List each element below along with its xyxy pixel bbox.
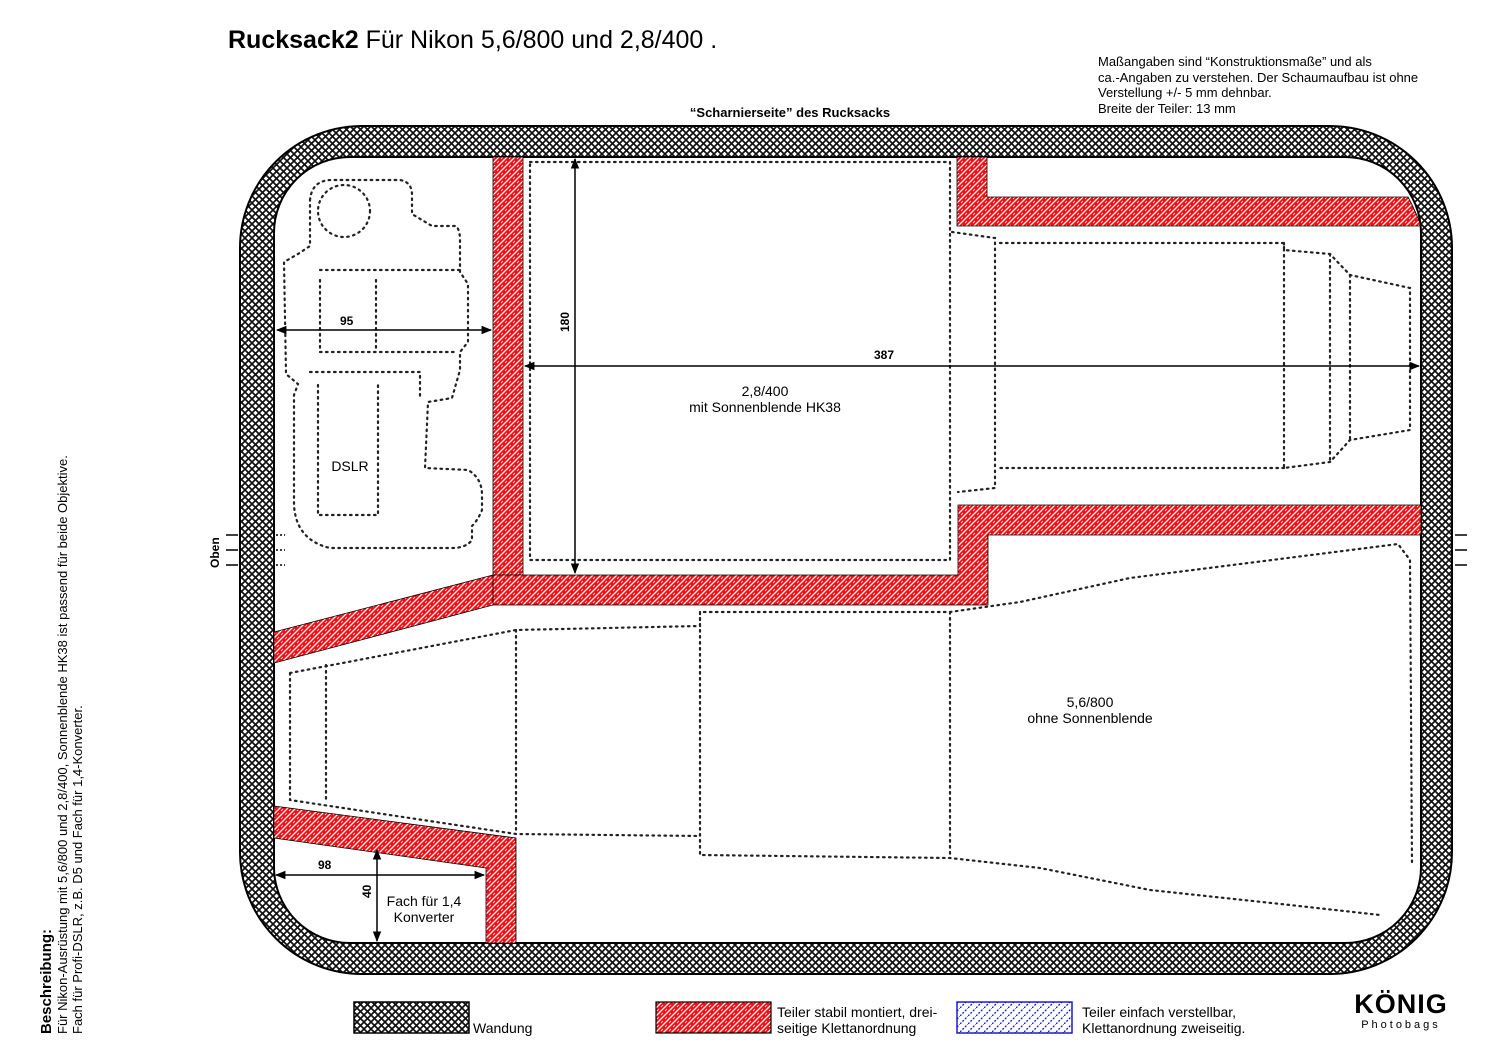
- foam-contours: [282, 160, 1414, 917]
- legend-fixed-label: Teiler stabil montiert, drei- seitige Kl…: [777, 1004, 937, 1036]
- description-heading: Beschreibung:: [38, 928, 55, 1034]
- lens400-hood-outline: [950, 230, 997, 494]
- divider-dslr-vertical: [492, 156, 524, 576]
- brand-logo-sub: Photobags: [1361, 1019, 1441, 1031]
- lens400-barrel-outline: [998, 241, 1412, 470]
- legend-fixed-line1: Teiler stabil montiert, drei-: [777, 1004, 938, 1020]
- legend-adjustable-label: Teiler einfach verstellbar, Klettanordnu…: [1082, 1004, 1245, 1036]
- divider-left-diagonal: [273, 574, 494, 664]
- lens800-label-line2: ohne Sonnenblende: [1027, 710, 1153, 726]
- legend-fixed-swatch: [655, 1001, 772, 1034]
- note-line: ca.-Angaben zu verstehen. Der Schaumaufb…: [1098, 69, 1419, 85]
- legend-wall-label: Wandung: [473, 1020, 533, 1036]
- dim-95-label: 95: [340, 314, 354, 328]
- legend-adjustable-line2: Klettanordnung zweiseitig.: [1082, 1020, 1246, 1036]
- dslr-side-outline: [308, 370, 422, 400]
- legend-adjustable-swatch: [956, 1001, 1073, 1034]
- lens400-label-line2: mit Sonnenblende HK38: [689, 399, 841, 415]
- title-rest: Für Nikon 5,6/800 und 2,8/400 .: [358, 26, 718, 54]
- note-box: Maßangaben sind “Konstruktionsmaße” und …: [1098, 54, 1478, 116]
- converter-label-line1: Fach für 1,4: [386, 893, 462, 909]
- dslr-grip-outline: [316, 268, 464, 517]
- divider-center-horizontal: [492, 504, 1422, 606]
- description-line1: Für Nikon-Ausrüstung mit 5,6/800 und 2,8…: [55, 455, 70, 1034]
- dim-387-label: 387: [874, 348, 895, 362]
- converter-label-line2: Konverter: [393, 909, 455, 925]
- lens800-outline: [288, 542, 1414, 917]
- note-line: Maßangaben sind “Konstruktionsmaße” und …: [1098, 54, 1372, 69]
- brand-logo-name: KÖNIG: [1354, 989, 1448, 1019]
- note-line: Verstellung +/- 5 mm dehnbar.: [1098, 85, 1272, 100]
- top-side-marks: [226, 534, 1467, 566]
- converter-label: Fach für 1,4 Konverter: [374, 893, 474, 925]
- legend-adjustable-line1: Teiler einfach verstellbar,: [1082, 1004, 1237, 1020]
- legend-fixed-line2: seitige Klettanordnung: [777, 1020, 917, 1036]
- dim-40-label: 40: [360, 884, 374, 898]
- description: Beschreibung: Für Nikon-Ausrüstung mit 5…: [38, 394, 85, 1034]
- dslr-dial-outline: [316, 183, 372, 239]
- dimension-lines: [274, 157, 1421, 943]
- dslr-label: DSLR: [331, 458, 369, 474]
- fixed-dividers: [273, 156, 1422, 944]
- dim-98-label: 98: [318, 858, 332, 872]
- brand-logo: KÖNIG Photobags: [1346, 990, 1456, 1032]
- title-bold: Rucksack2: [228, 26, 359, 54]
- lens400-label: 2,8/400 mit Sonnenblende HK38: [660, 383, 870, 415]
- lens400-label-line1: 2,8/400: [741, 383, 789, 399]
- hinge-side-label: “Scharnierseite” des Rucksacks: [689, 105, 891, 120]
- dim-180-label: 180: [558, 311, 572, 332]
- top-side-label: Oben: [208, 537, 222, 568]
- description-line2: Fach für Profi-DSLR, z.B. D5 und Fach fü…: [70, 705, 85, 1034]
- lens800-label: 5,6/800 ohne Sonnenblende: [985, 694, 1195, 726]
- page-title: Rucksack2 Für Nikon 5,6/800 und 2,8/400 …: [228, 26, 717, 55]
- note-line: Breite der Teiler: 13 mm: [1098, 100, 1236, 116]
- backpack-wall: [239, 125, 1453, 975]
- legend-wall-swatch: [353, 1001, 470, 1034]
- lens800-label-line1: 5,6/800: [1066, 694, 1114, 710]
- lens400-compartment-outline: [528, 160, 952, 562]
- divider-converter: [273, 805, 517, 944]
- divider-top-right: [956, 156, 1422, 227]
- dslr-outline: [282, 178, 484, 550]
